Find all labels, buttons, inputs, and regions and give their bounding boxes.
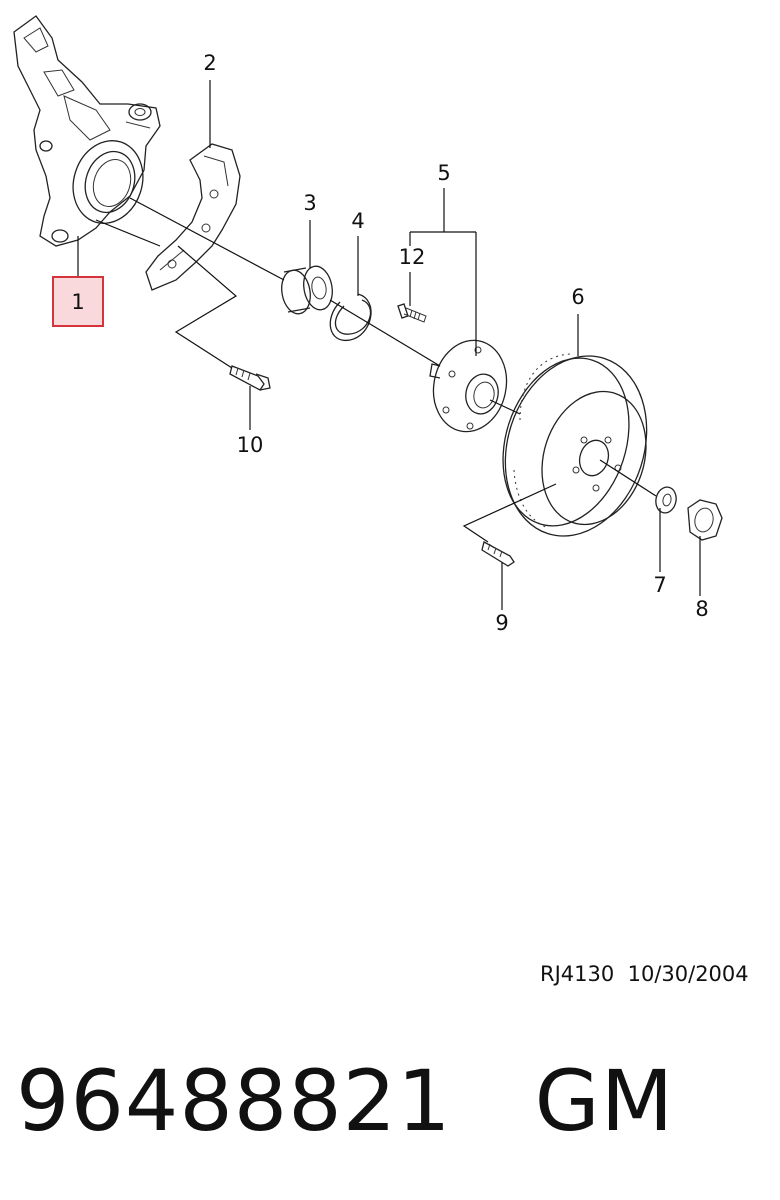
callout-4[interactable]: 4 [351, 209, 364, 233]
callout-8[interactable]: 8 [695, 597, 708, 621]
callout-1[interactable]: 1 [71, 290, 84, 314]
part-number-line: 96488821 GM [16, 1052, 674, 1150]
diagram-code: RJ4130 [540, 962, 615, 986]
part-number: 96488821 [16, 1052, 452, 1150]
callout-1-highlight [52, 276, 104, 327]
diagram-reference: RJ4130 10/30/2004 [540, 962, 749, 986]
wheel-hub-part [429, 339, 508, 433]
brand-name: GM [534, 1052, 675, 1150]
snap-ring-part [329, 293, 372, 341]
callout-6[interactable]: 6 [571, 285, 584, 309]
dust-shield-part [145, 143, 241, 291]
wheel-bearing-part [281, 265, 333, 315]
hub-bolt-part [397, 303, 427, 323]
callout-10[interactable]: 10 [237, 433, 264, 457]
washer-part [655, 486, 677, 514]
callout-9[interactable]: 9 [495, 611, 508, 635]
exploded-parts-diagram: 1 2 3 4 5 6 7 8 9 10 12 [13, 15, 723, 635]
callout-leaders [77, 80, 701, 610]
diagram-date: 10/30/2004 [627, 962, 749, 986]
callout-5[interactable]: 5 [437, 161, 450, 185]
callout-12[interactable]: 12 [399, 245, 426, 269]
callout-7[interactable]: 7 [653, 573, 666, 597]
hub-nut-part [687, 499, 723, 541]
assembly-axis-lines [95, 197, 657, 543]
shield-bolt-part [229, 365, 271, 391]
callout-3[interactable]: 3 [303, 191, 316, 215]
disc-screw-part [481, 541, 515, 567]
callout-2[interactable]: 2 [203, 51, 216, 75]
steering-knuckle-part [13, 15, 161, 247]
brake-disc-part [502, 353, 648, 537]
